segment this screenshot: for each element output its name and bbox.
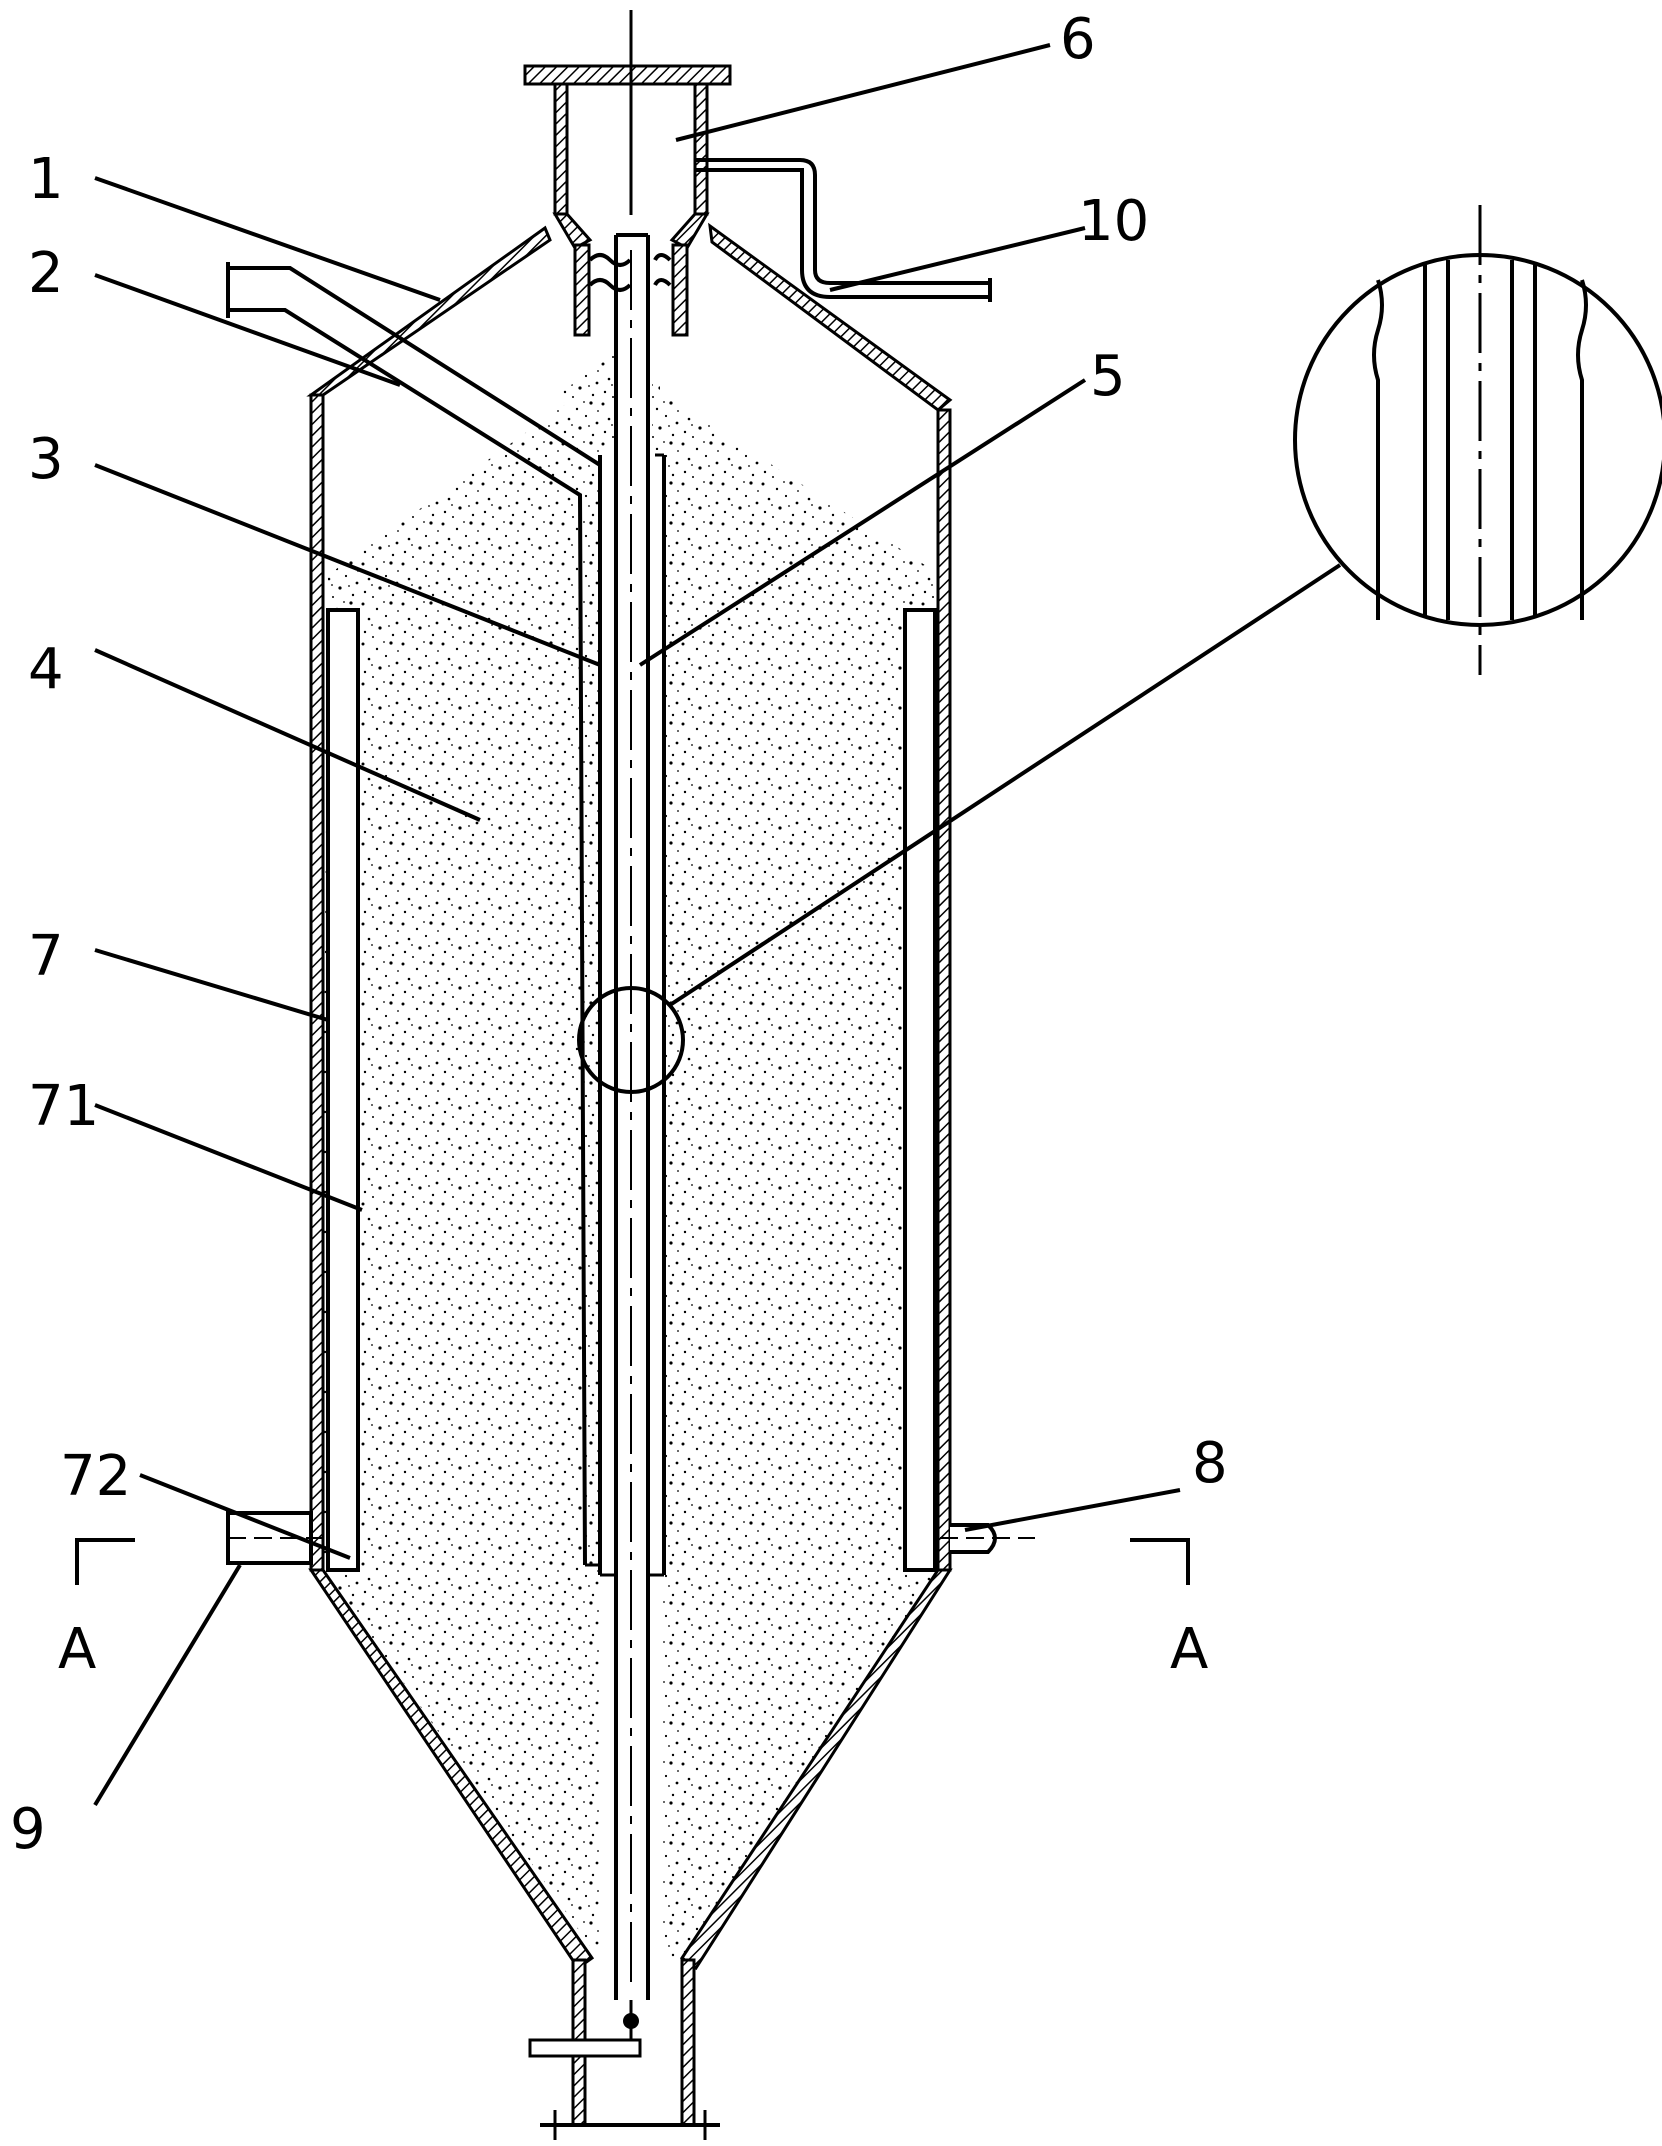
label-4: 4 bbox=[28, 637, 64, 702]
label-71: 71 bbox=[28, 1074, 99, 1139]
label-10: 10 bbox=[1078, 189, 1149, 254]
section-label-right: A bbox=[1170, 1617, 1208, 1682]
label-8: 8 bbox=[1192, 1431, 1228, 1496]
detail-marker bbox=[577, 563, 1342, 1094]
section-markers: A A bbox=[58, 1538, 1208, 1682]
label-3: 3 bbox=[28, 427, 64, 492]
label-72: 72 bbox=[60, 1444, 131, 1509]
label-9: 9 bbox=[10, 1797, 46, 1862]
inlet-pipe bbox=[226, 262, 602, 1567]
part-labels: 1 2 3 4 5 6 7 71 72 8 9 10 bbox=[10, 7, 1228, 1862]
wall-tubes bbox=[326, 608, 937, 1572]
bottom-outlet bbox=[528, 1958, 720, 2140]
gas-pipe bbox=[695, 158, 992, 302]
label-2: 2 bbox=[28, 241, 64, 306]
leader-lines bbox=[93, 43, 1181, 1807]
section-label-left: A bbox=[58, 1617, 96, 1682]
top-outlet-neck bbox=[523, 10, 732, 337]
label-7: 7 bbox=[28, 924, 64, 989]
detail-enlargement bbox=[1293, 205, 1662, 675]
label-5: 5 bbox=[1090, 344, 1126, 409]
label-6: 6 bbox=[1060, 7, 1096, 72]
label-1: 1 bbox=[28, 147, 64, 212]
reactor-shell bbox=[306, 222, 953, 1971]
